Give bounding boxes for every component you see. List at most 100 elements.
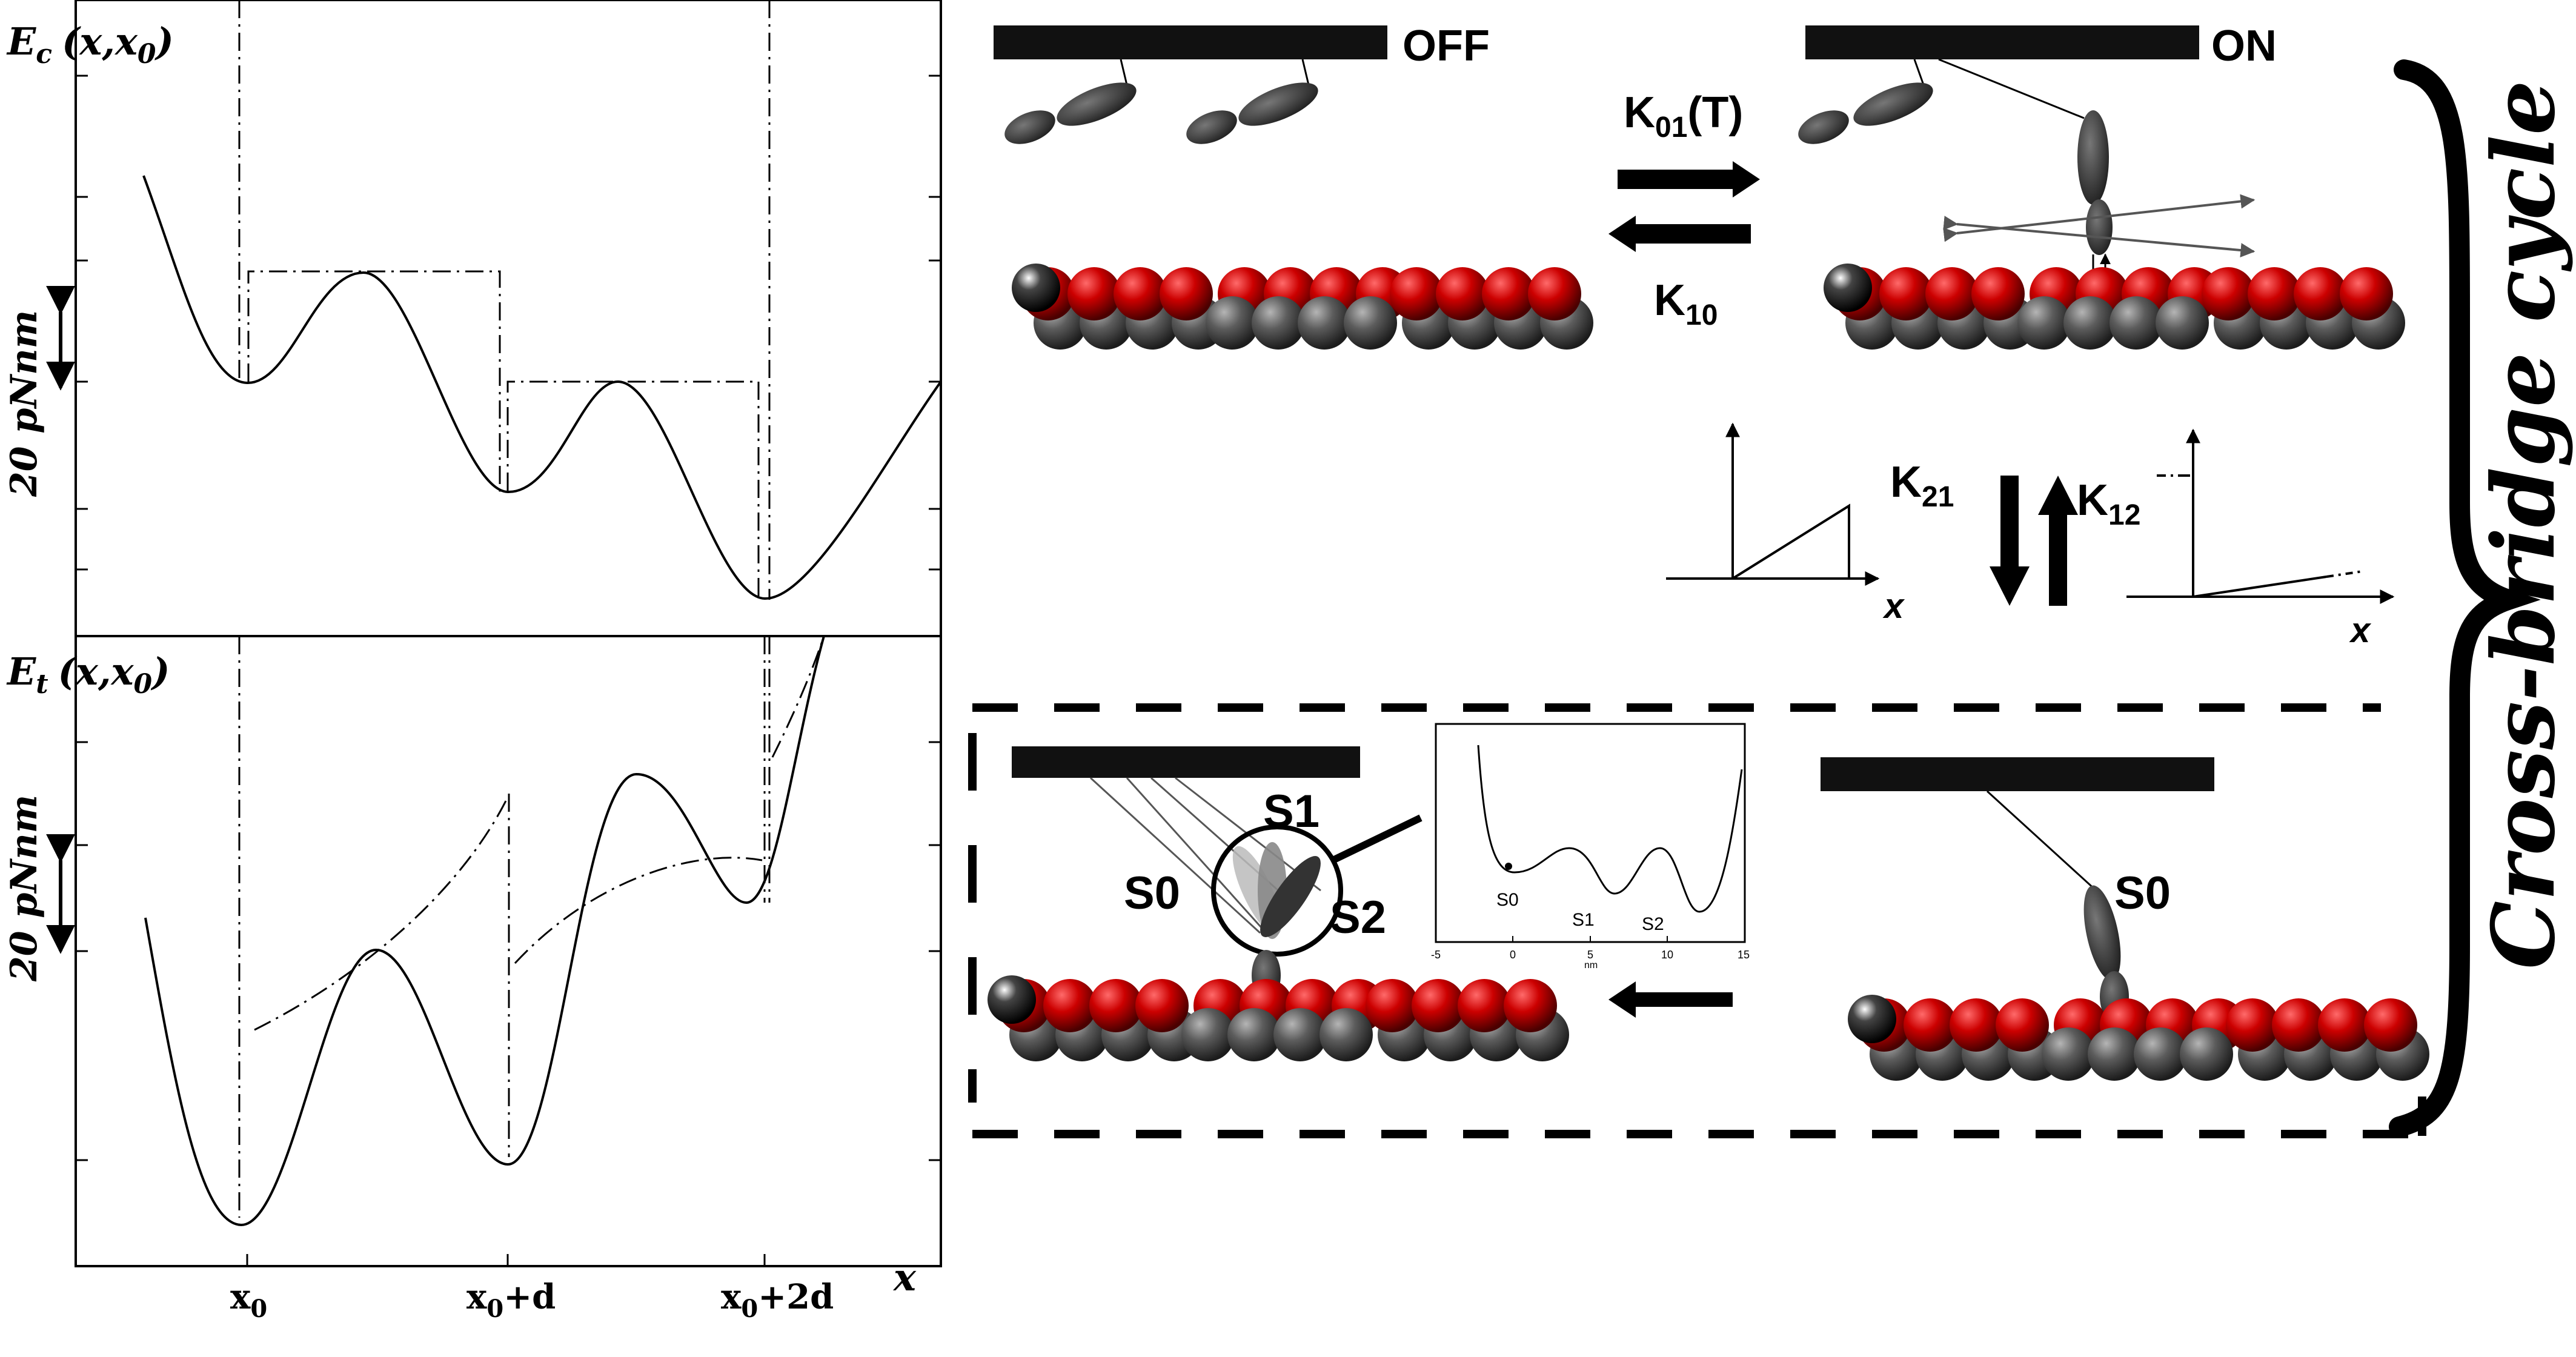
- left-energy-panels: Ec(x,x0) 20 pNnm Et(x,x0) 20 pNnm x0 x0+…: [3, 0, 942, 1323]
- backward-arrow: [1608, 216, 1751, 252]
- myosin-head: [1057, 82, 1137, 126]
- mini-plot-left: [1666, 422, 1880, 586]
- bottom-envelope-curve: [254, 635, 825, 1031]
- actin-monomer: [1971, 267, 2025, 320]
- bottom-energy-curve: [144, 635, 825, 1227]
- powerstroke-arrow: [1608, 981, 1733, 1018]
- rate-k10-label: K10: [1654, 276, 1718, 331]
- actin-monomer: [2180, 1027, 2233, 1081]
- actin-monomer: [1390, 267, 1443, 320]
- actin-monomer: [1950, 998, 2003, 1052]
- substate-s1-label: S1: [1263, 786, 1320, 837]
- actin-monomer: [1904, 998, 1957, 1052]
- substate-s2-label: S2: [1330, 892, 1386, 943]
- actin-monomer: [2340, 267, 2393, 320]
- actin-filament-on: [1824, 264, 2405, 350]
- actin-monomer: [2088, 1027, 2141, 1081]
- substate-s0-right-label: S0: [2114, 868, 2171, 919]
- actin-monomer: [1925, 267, 1979, 320]
- actin-monomer: [1366, 979, 1419, 1032]
- actin-monomer: [1436, 267, 1489, 320]
- mini-plot-right: [2126, 428, 2395, 604]
- x-tick-x0-plus-2d: x0+2d: [721, 1277, 834, 1323]
- x-tick-x0-plus-d: x0+d: [466, 1277, 556, 1323]
- top-step-function: [247, 270, 760, 597]
- substate-s0-label: S0: [1124, 868, 1180, 919]
- transition-off-on: K01(T) K10: [1608, 88, 1760, 331]
- inset-label-s0: S0: [1496, 890, 1519, 910]
- bound-states-schematic: S1 S0 S2: [988, 746, 1733, 1061]
- actin-monomer: [1135, 979, 1189, 1032]
- on-state-schematic: ON: [1798, 22, 2405, 350]
- actin-monomer: [1879, 267, 1933, 320]
- myosin-head-attached: [2077, 110, 2109, 205]
- bottom-scale-label: 20 pNnm: [3, 795, 45, 982]
- actin-monomer: [2063, 296, 2117, 350]
- k12-up-arrow: [2038, 476, 2078, 606]
- inset-x-tick: 0: [1510, 949, 1516, 961]
- actin-monomer: [1482, 267, 1535, 320]
- myosin-head: [1186, 110, 1237, 144]
- thick-filament-on: [1805, 25, 2199, 59]
- actin-monomer: [2318, 998, 2371, 1052]
- actin-monomer: [1012, 264, 1060, 312]
- post-stroke-schematic: S0: [1821, 757, 2429, 1081]
- actin-monomer: [1412, 979, 1465, 1032]
- top-scale-label: 20 pNnm: [3, 310, 45, 497]
- actin-monomer: [2294, 267, 2347, 320]
- thick-filament-post: [1821, 757, 2214, 791]
- highlight-circle: [1211, 824, 1343, 957]
- myosin-head: [1004, 110, 1055, 144]
- top-energy-curve: [142, 175, 942, 600]
- actin-monomer: [2202, 267, 2255, 320]
- myosin-head-post: [2083, 885, 2121, 981]
- inset-x-tick: 10: [1661, 949, 1673, 961]
- actin-monomer: [1273, 1008, 1327, 1061]
- inset-x-unit: nm: [1584, 960, 1598, 970]
- actin-monomer: [1996, 998, 2049, 1052]
- inset-label-s2: S2: [1642, 914, 1664, 934]
- actin-monomer: [2110, 296, 2163, 350]
- cycle-brace: [2389, 59, 2541, 1137]
- actin-monomer: [2156, 296, 2209, 350]
- axis-ticks: [76, 75, 941, 1266]
- off-state-schematic: OFF: [994, 22, 1593, 350]
- k21-down-arrow: [1990, 476, 2030, 606]
- inset-pointer: [1331, 814, 1422, 864]
- actin-monomer: [1114, 267, 1167, 320]
- inset-x-tick: -5: [1431, 949, 1441, 961]
- actin-monomer: [1528, 267, 1581, 320]
- position-guides: [238, 0, 771, 1218]
- actin-monomer: [2364, 998, 2417, 1052]
- rate-k21-label: K21: [1890, 458, 1954, 513]
- top-y-axis-label: Ec(x,x0): [6, 19, 174, 70]
- actin-monomer: [1344, 296, 1397, 350]
- inset-x-tick: 5: [1587, 949, 1593, 961]
- actin-monomer: [2017, 296, 2071, 350]
- actin-filament-bound-right: [1848, 995, 2429, 1081]
- actin-monomer: [2226, 998, 2279, 1052]
- actin-monomer: [2134, 1027, 2187, 1081]
- actin-monomer: [1089, 979, 1143, 1032]
- rate-k01-label: K01(T): [1624, 88, 1743, 144]
- actin-monomer: [1227, 1008, 1281, 1061]
- actin-monomer: [1824, 264, 1872, 312]
- inset-x-tick: 15: [1738, 949, 1750, 961]
- inset-state-marker: [1505, 863, 1512, 870]
- mini-plot-right-x-label: x: [2349, 611, 2372, 650]
- x-tick-x0: x0: [230, 1277, 267, 1323]
- panels-frame: [75, 0, 942, 1267]
- actin-monomer: [1160, 267, 1213, 320]
- state-off-label: OFF: [1403, 22, 1490, 70]
- actin-filament-bound-left: [988, 975, 1569, 1061]
- thick-filament-off: [994, 25, 1387, 59]
- actin-monomer: [1181, 1008, 1235, 1061]
- state-on-label: ON: [2211, 22, 2277, 70]
- actin-monomer: [1848, 995, 1896, 1043]
- thick-filament-bound: [1012, 746, 1360, 778]
- myosin-head: [1238, 82, 1318, 126]
- actin-monomer: [1320, 1008, 1373, 1061]
- actin-monomer: [988, 975, 1036, 1024]
- actin-monomer: [2248, 267, 2301, 320]
